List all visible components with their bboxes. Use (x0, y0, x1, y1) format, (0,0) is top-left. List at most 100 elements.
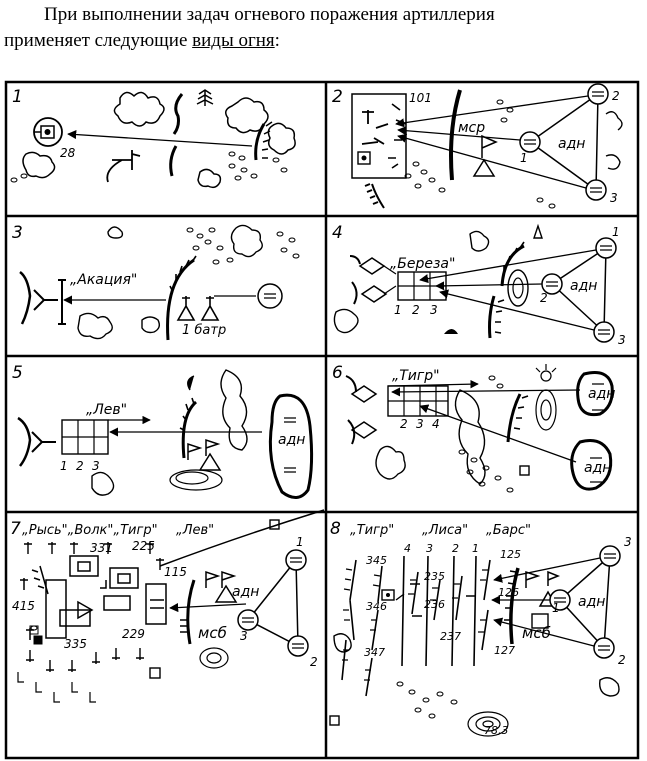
height-mark-label: 78,3 (484, 724, 509, 737)
adn-label: адн (558, 136, 585, 152)
unit-number-label: 331 (90, 541, 113, 555)
panel-6-number: 6 (332, 363, 343, 383)
panel-8: 8 „Тигр" „Лиса" „Барс" 345 346 347 235 2… (329, 519, 632, 737)
battalion-outline (268, 393, 314, 499)
unit-number-label: 346 (366, 600, 387, 613)
line-number-label: 3 (92, 459, 100, 473)
intro-underlined-term: виды огня (192, 30, 275, 51)
unit-front-line (166, 258, 195, 341)
panel-8-number: 8 (330, 519, 341, 539)
panel-7-number: 7 (10, 519, 21, 539)
battery-3 (585, 179, 607, 201)
battery-label: 1 (552, 601, 560, 615)
weapon-symbol (106, 150, 141, 183)
fire-arrow (439, 289, 595, 331)
fire-arrow (397, 133, 587, 189)
line-number-label: 1 (394, 303, 402, 317)
panel-1: 1 28 (10, 87, 296, 189)
unit-number-label: 237 (440, 630, 461, 643)
fire-arrow (169, 603, 247, 613)
panel-2-number: 2 (332, 87, 343, 107)
adn-label: адн (570, 278, 597, 294)
gun-symbol (176, 296, 220, 321)
unit-number-label: 225 (132, 539, 155, 553)
fire-arrow (397, 126, 521, 141)
target-unit-label: 101 (409, 91, 432, 105)
fire-codes-label: „Рысь"„Волк"„Тигр" (22, 523, 158, 538)
fire-arrow (419, 404, 577, 463)
unit-number-label: 236 (424, 598, 445, 611)
woods-icon (267, 122, 296, 155)
unit-number-label: 125 (500, 548, 521, 561)
intro-line-2-suffix: : (274, 30, 280, 51)
battery-name-label: 1 батр (182, 323, 226, 338)
fire-code-label: „Акация" (70, 272, 137, 288)
battery-label: 3 (618, 333, 626, 347)
adn-label: адн (278, 432, 305, 448)
intro-line-2: применяет следующие виды огня: (4, 28, 280, 54)
observation-post-flag (472, 134, 498, 177)
battery-2 (587, 83, 609, 105)
line-number-label: 3 (416, 417, 424, 431)
adn-label: адн (578, 594, 605, 610)
battery-label: 2 (612, 89, 620, 103)
tree-icon (196, 89, 214, 106)
unit-front-line (181, 400, 198, 459)
unit-front-line (186, 579, 196, 645)
fire-arrow (419, 249, 597, 284)
battalion-triangle (528, 92, 599, 192)
battalion-triangle (558, 554, 611, 650)
sun-icon (107, 226, 124, 239)
line-number-label: 1 (60, 459, 68, 473)
observation-post-flag (187, 438, 222, 471)
battalion-outline (576, 371, 614, 417)
front-line-curve (159, 509, 325, 567)
fire-types-figure: 1 28 2 101 (4, 80, 640, 760)
fire-arrow (493, 617, 595, 647)
fire-code-label: „Береза" (390, 256, 455, 272)
woods-icon (113, 91, 165, 127)
unit-front-line (506, 393, 522, 443)
battalion-outline (570, 439, 613, 491)
fire-code-label: „Лиса" (422, 523, 468, 538)
unit-number-label: 235 (424, 570, 445, 583)
battery-label: 1 (520, 151, 528, 165)
unit-number-label: 127 (494, 644, 515, 657)
enemy-front-line (449, 89, 462, 181)
battery-label: 3 (610, 191, 618, 205)
line-number-label: 3 (430, 303, 438, 317)
line-number-label: 3 (426, 542, 433, 555)
woods-icon (197, 168, 222, 189)
battery-1 (519, 131, 541, 153)
adn-label: адн (588, 386, 615, 402)
line-number-label: 2 (412, 303, 420, 317)
unit-number-label: 345 (366, 554, 387, 567)
adn-label: адн (232, 584, 259, 600)
battery-label: 3 (624, 535, 632, 549)
panel-6: 6 „Тигр" 2 3 4 адн адн (332, 363, 615, 493)
panel-5-number: 5 (12, 363, 23, 383)
line-number-label: 1 (472, 542, 479, 555)
battery-label: 2 (540, 291, 548, 305)
unit-number-label: 347 (364, 646, 385, 659)
panel-1-number: 1 (12, 87, 23, 107)
line-number-label: 2 (452, 542, 459, 555)
target-area-box (351, 93, 407, 179)
target-number-label: 28 (60, 146, 76, 160)
unit-number-label: 115 (164, 565, 187, 579)
fire-code-label: „Лев" (86, 402, 127, 418)
fire-arrow (493, 557, 601, 583)
unit-number-label: 126 (498, 586, 519, 599)
panel-3: 3 „Акация" 1 батр (12, 223, 300, 341)
unit-front-line (488, 295, 496, 339)
fire-code-label: „Тигр" (392, 368, 440, 384)
fire-arrow (67, 129, 253, 147)
panel-4-number: 4 (332, 223, 343, 243)
unit-front-line (254, 123, 266, 161)
fire-code-label: „Барс" (486, 523, 531, 538)
woods-icon (22, 151, 56, 179)
battalion-triangle (246, 557, 299, 648)
battery-label: 2 (618, 653, 626, 667)
msr-label: мср (458, 120, 485, 136)
battalion-triangle (550, 246, 607, 334)
